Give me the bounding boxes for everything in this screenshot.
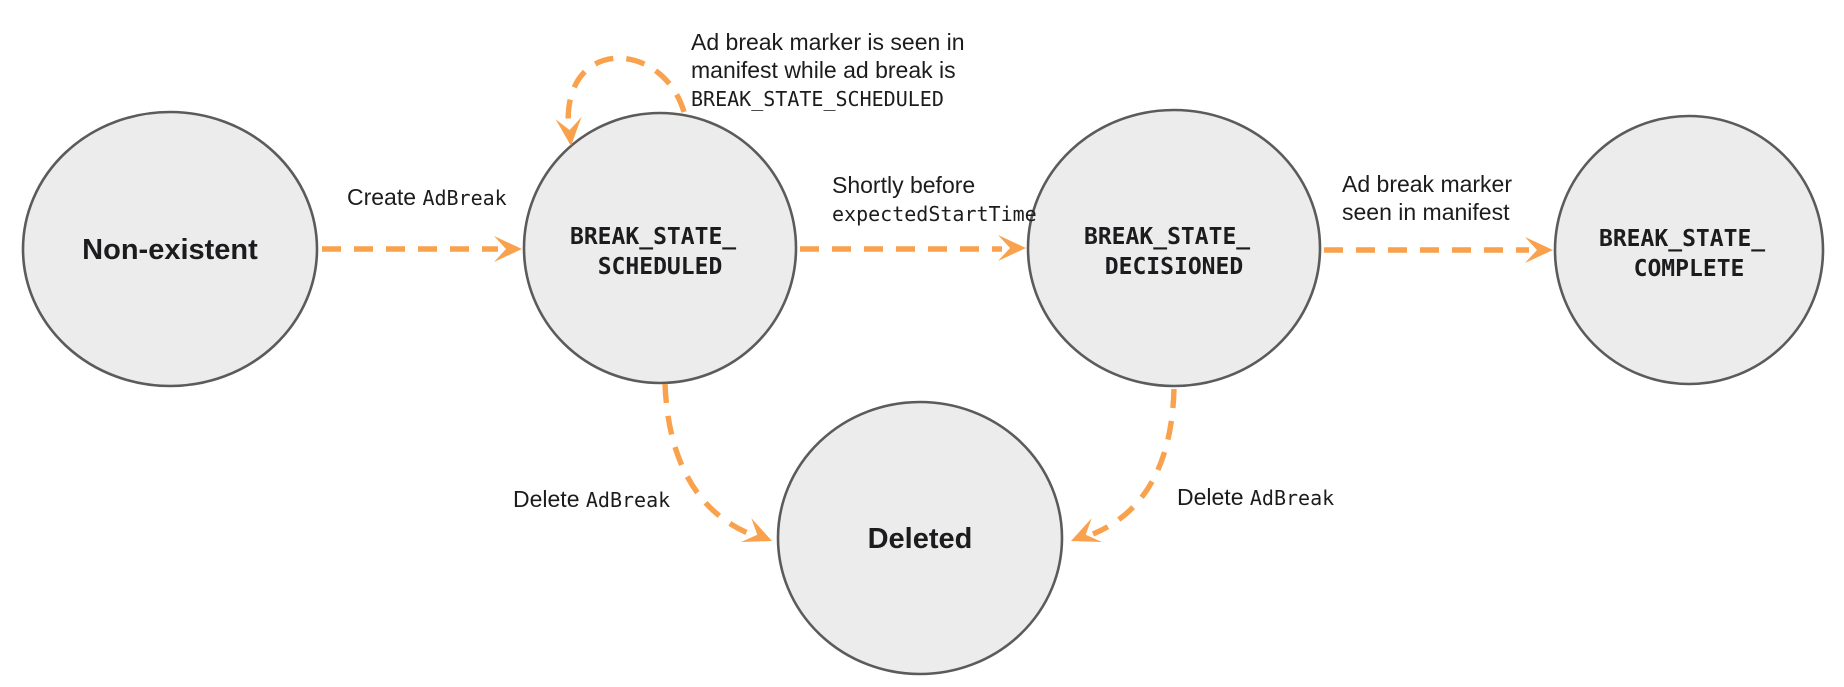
state-label-complete: BREAK_STATE_ COMPLETE [1599, 226, 1779, 282]
transition-label-delete-right-code: AdBreak [1250, 486, 1334, 510]
state-label-non-existent: Non-existent [82, 234, 258, 266]
transition-label-marker-seen-line2: seen in manifest [1342, 199, 1510, 225]
state-node-non-existent [21, 110, 319, 388]
transition-label-decision-code: expectedStartTime [832, 202, 1037, 226]
state-node-complete [1553, 114, 1825, 386]
transition-label-self-loop: Ad break marker is seen in manifest whil… [691, 29, 969, 111]
transition-label-marker-seen-line1: Ad break marker [1342, 171, 1512, 197]
state-label-complete-line1: BREAK_STATE_ [1599, 226, 1765, 252]
arrowhead-create-adbreak [494, 236, 522, 262]
arrowhead-marker-seen [1525, 237, 1553, 263]
transition-label-delete-right: Delete AdBreak [1177, 484, 1334, 510]
transition-label-self-loop-line1: Ad break marker is seen in [691, 29, 965, 55]
arrow-delete-left [662, 383, 752, 537]
state-node-scheduled [522, 111, 798, 385]
arrowhead-delete-right [1071, 518, 1102, 543]
state-label-decisioned: BREAK_STATE_ DECISIONED [1084, 224, 1264, 280]
state-label-scheduled: BREAK_STATE_ SCHEDULED [570, 224, 750, 280]
transition-label-create-text: Create [347, 184, 422, 210]
state-label-scheduled-line1: BREAK_STATE_ [570, 224, 736, 250]
transition-label-delete-right-text: Delete [1177, 484, 1250, 510]
transition-label-marker-seen: Ad break marker seen in manifest [1342, 171, 1516, 225]
arrowhead-self-loop-scheduled [555, 116, 582, 146]
state-label-deleted: Deleted [868, 523, 973, 555]
state-node-decisioned [1026, 108, 1322, 388]
transition-label-create: Create AdBreak [347, 184, 507, 210]
transition-label-create-code: AdBreak [422, 186, 506, 210]
state-node-deleted [776, 400, 1064, 676]
state-label-decisioned-line1: BREAK_STATE_ [1084, 224, 1250, 250]
arrowhead-shortly-before [998, 235, 1026, 261]
transition-label-self-loop-line2: manifest while ad break is [691, 57, 956, 83]
state-label-decisioned-line2: DECISIONED [1105, 254, 1243, 280]
state-label-complete-line2: COMPLETE [1634, 256, 1745, 282]
state-label-scheduled-line2: SCHEDULED [598, 254, 723, 280]
arrowhead-delete-left [741, 518, 772, 543]
transition-label-decision-line1: Shortly before [832, 172, 975, 198]
arrow-delete-right [1091, 388, 1177, 537]
arrow-self-loop-scheduled [565, 55, 687, 134]
transition-label-decision: Shortly before expectedStartTime [832, 172, 1037, 226]
transition-label-delete-left: Delete AdBreak [513, 486, 670, 512]
transition-label-self-loop-code: BREAK_STATE_SCHEDULED [691, 87, 944, 111]
transition-label-delete-left-code: AdBreak [586, 488, 670, 512]
transition-label-delete-left-text: Delete [513, 486, 586, 512]
